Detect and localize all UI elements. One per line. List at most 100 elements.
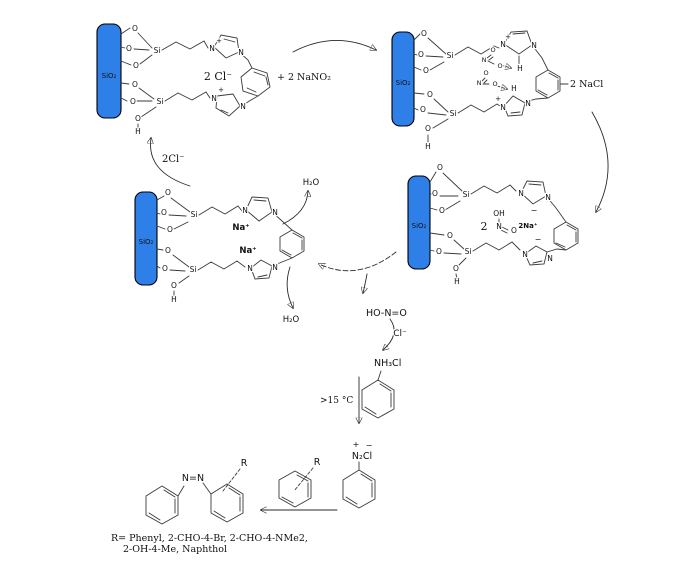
- label-temperature: >15 °C: [320, 396, 353, 406]
- atom-o: O: [165, 188, 171, 197]
- arrow-hono-to-anilinium: [383, 318, 395, 350]
- atom-n: N: [482, 56, 487, 64]
- atom-o: O: [439, 206, 445, 215]
- diazonium-structure: [342, 461, 376, 509]
- label-2-coefficient: 2: [481, 220, 488, 233]
- complex-b-bonds: [413, 30, 569, 143]
- group-oh: OH: [493, 209, 505, 218]
- charge-minus: −: [531, 206, 538, 215]
- caption-line-1: R= Phenyl, 2-CHO-4-Br, 2-CHO-4-NMe2,: [111, 533, 308, 544]
- label-cl-anion: Cl⁻: [393, 329, 407, 339]
- atom-o: O: [162, 264, 168, 273]
- atom-h: H: [171, 295, 177, 304]
- atom-n: N: [209, 44, 215, 53]
- label-r-substituent: R: [241, 458, 248, 469]
- silica-support-c: [407, 175, 431, 270]
- support-d-label: SiO₂: [139, 238, 154, 246]
- atom-h: H: [454, 277, 460, 286]
- atom-si: Si: [154, 46, 161, 55]
- complex-a-bonds: [120, 27, 271, 130]
- atom-n: N: [522, 250, 528, 259]
- arrow-h2o-release-bottom: [286, 266, 293, 308]
- silica-support-b: [391, 31, 415, 127]
- atom-n: N: [247, 264, 253, 273]
- atom-n: N: [211, 94, 217, 103]
- arrow-a-to-b: [292, 40, 376, 53]
- atom-o: O: [492, 80, 497, 88]
- atom-o: O: [425, 124, 431, 133]
- charge-plus: +: [353, 440, 360, 449]
- label-hono: HO-N=O: [366, 308, 407, 319]
- atom-n: N: [518, 189, 524, 198]
- atom-o: O: [133, 61, 139, 70]
- support-a-label: SiO₂: [102, 72, 117, 80]
- atom-o: O: [165, 246, 171, 255]
- atom-o: O: [132, 80, 138, 89]
- complex-c-bonds: [429, 171, 579, 280]
- silica-support-d: [134, 191, 158, 286]
- azo-product-structure: [145, 468, 244, 525]
- nitrite-attack-arrow: [496, 86, 507, 89]
- label-anilinium: NH₃Cl: [374, 358, 401, 369]
- atom-o: O: [437, 163, 443, 172]
- charge-minus: −: [535, 235, 542, 244]
- label-na-cation: Na⁺: [232, 223, 249, 233]
- atom-n: N: [500, 103, 506, 112]
- atom-n: N: [547, 254, 553, 263]
- atom-o: O: [490, 46, 495, 54]
- support-b-label: SiO₂: [396, 79, 411, 87]
- atom-o: O: [167, 225, 173, 234]
- atom-si: Si: [157, 97, 164, 106]
- label-r-substituent: R: [314, 457, 321, 468]
- label-2-na-cation: 2Na⁺: [518, 222, 537, 230]
- atom-h: H: [425, 142, 431, 151]
- atom-o: O: [171, 281, 177, 290]
- atom-o: O: [420, 105, 426, 114]
- charge-plus: +: [216, 37, 222, 45]
- atom-h: H: [135, 127, 141, 136]
- label-h2o: H₂O: [283, 315, 300, 325]
- label-2-nacl: 2 NaCl: [570, 79, 603, 90]
- atom-o: O: [161, 208, 167, 217]
- atom-o: O: [126, 44, 132, 53]
- anilinium-structure: [361, 370, 395, 419]
- atom-h: H: [511, 84, 517, 93]
- atom-o: O: [421, 29, 427, 38]
- atom-o: O: [423, 66, 429, 75]
- atom-o: O: [453, 264, 459, 273]
- arrow-d-to-a: [150, 138, 191, 187]
- atom-o: O: [130, 97, 136, 106]
- label-diazonium: N₂Cl: [352, 451, 372, 462]
- arrow-h2o-release-top: [282, 191, 308, 225]
- label-plus-2-nano2: + 2 NaNO₂: [277, 72, 331, 83]
- atom-n: N: [240, 102, 246, 111]
- arrow-c-to-d: [319, 251, 397, 272]
- atom-n: N: [272, 263, 278, 272]
- label-h2o: H₂O: [303, 178, 320, 188]
- label-na-cation: Na⁺: [239, 246, 256, 256]
- atom-o: O: [497, 62, 502, 70]
- label-azo-bridge: N=N: [182, 473, 204, 484]
- atom-si: Si: [447, 51, 454, 60]
- complex-d-bonds: [156, 195, 305, 297]
- atom-si: Si: [191, 210, 198, 219]
- atom-o: O: [483, 69, 488, 77]
- atom-n: N: [272, 208, 278, 217]
- atom-n: N: [525, 99, 531, 108]
- atom-n: N: [496, 222, 502, 231]
- atom-n: N: [242, 206, 248, 215]
- atom-o: O: [418, 50, 424, 59]
- caption-line-2: 2-OH-4-Me, Naphthol: [123, 544, 227, 555]
- support-c-label: SiO₂: [412, 222, 427, 230]
- atom-n: N: [477, 79, 482, 87]
- label-2cl-released: 2Cl⁻: [162, 154, 185, 165]
- arrow-b-to-c: [591, 111, 609, 212]
- atom-si: Si: [190, 265, 197, 274]
- atom-o: O: [436, 247, 442, 256]
- atom-si: Si: [465, 247, 472, 256]
- atom-o: O: [427, 90, 433, 99]
- atom-o: O: [447, 231, 453, 240]
- charge-plus: +: [218, 86, 224, 94]
- atom-h: H: [517, 64, 523, 73]
